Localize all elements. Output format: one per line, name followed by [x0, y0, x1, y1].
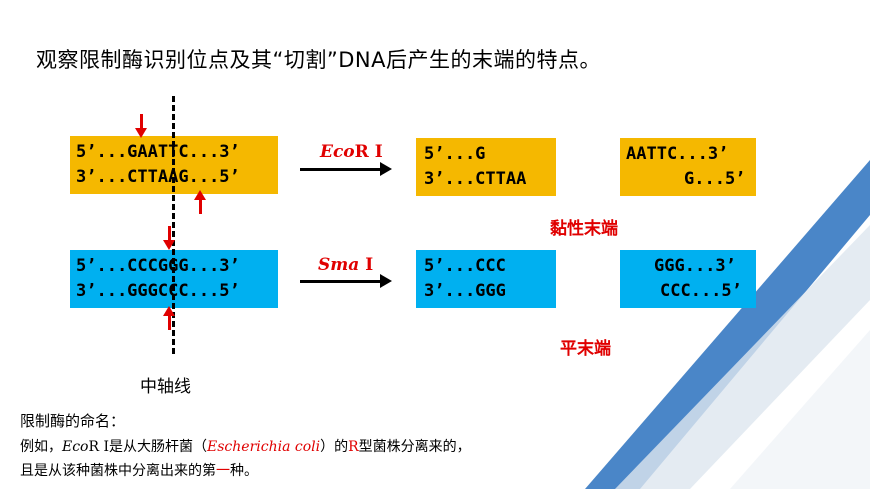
smai-arrow — [300, 280, 380, 283]
ecori-bottom-cut-arrow — [199, 200, 202, 214]
smai-enzyme-rest: I — [359, 255, 374, 275]
smai-top-cut-arrow — [168, 226, 171, 242]
note-line1-enzyme-italic: Eco — [62, 439, 89, 455]
smai-enzyme-label: Sma I — [318, 255, 373, 275]
naming-note-line1: 例如，EcoR I是从大肠杆菌（Escherichia coli）的R型菌株分离… — [20, 436, 471, 456]
smai-bottom-cut-arrow — [168, 316, 171, 330]
smai-source-top: 5’...CCCGGG...3’ — [76, 256, 240, 276]
ecori-right-bottom: G...5’ — [684, 169, 746, 189]
smai-top-cut-arrow-head — [163, 240, 175, 250]
smai-right-top: GGG...3’ — [654, 256, 736, 276]
ecori-left-bottom: 3’...CTTAA — [424, 169, 527, 189]
note-strain-letter: R — [348, 439, 359, 455]
ecori-top-cut-arrow-head — [135, 128, 147, 138]
ecori-arrow — [300, 168, 380, 171]
blunt-end-label: 平末端 — [560, 339, 611, 359]
note-line1-enzyme-rest: R I — [88, 439, 110, 455]
smai-enzyme-italic: Sma — [318, 255, 360, 275]
ecori-enzyme-italic: Eco — [320, 142, 355, 162]
central-axis-label: 中轴线 — [140, 377, 191, 397]
central-axis-line — [172, 96, 175, 354]
smai-right-bottom: CCC...5’ — [660, 281, 742, 301]
note-line2-b: 种。 — [230, 463, 258, 479]
smai-source-bottom: 3’...GGGCCC...5’ — [76, 281, 240, 301]
ecori-right-top: AATTC...3’ — [626, 144, 729, 164]
note-line2-a: 且是从该种菌株中分离出来的第 — [20, 463, 216, 479]
ecori-left-fragment-box — [416, 138, 556, 196]
naming-note-line2: 且是从该种菌株中分离出来的第一种。 — [20, 460, 258, 480]
ecori-left-top: 5’...G — [424, 144, 486, 164]
ecori-arrow-head — [380, 162, 392, 176]
note-line1-b: 是从大肠杆菌（ — [109, 439, 208, 455]
ecori-source-top: 5’...GAATTC...3’ — [76, 142, 240, 162]
smai-right-fragment-box — [620, 250, 756, 308]
ecori-right-fragment-box — [620, 138, 756, 196]
ecori-bottom-cut-arrow-head — [194, 190, 206, 200]
ecori-source-bottom: 3’...CTTAAG...5’ — [76, 167, 240, 187]
note-species-name: Escherichia coli — [207, 439, 321, 455]
ecori-enzyme-label: EcoR I — [320, 142, 383, 162]
smai-arrow-head — [380, 274, 392, 288]
naming-note-heading: 限制酶的命名： — [20, 412, 126, 430]
note-line1-c: ）的 — [320, 439, 349, 455]
page-title: 观察限制酶识别位点及其“切割”DNA后产生的末端的特点。 — [36, 48, 602, 72]
smai-left-bottom: 3’...GGG — [424, 281, 506, 301]
smai-left-fragment-box — [416, 250, 556, 308]
note-ordinal: 一 — [216, 463, 230, 479]
note-line1-d: 型菌株分离来的， — [358, 439, 471, 455]
ecori-top-cut-arrow — [140, 114, 143, 130]
note-line1-a: 例如， — [20, 439, 62, 455]
smai-left-top: 5’...CCC — [424, 256, 506, 276]
smai-bottom-cut-arrow-head — [163, 306, 175, 316]
sticky-end-label: 黏性末端 — [550, 219, 618, 239]
ecori-enzyme-rest: R I — [354, 142, 383, 162]
